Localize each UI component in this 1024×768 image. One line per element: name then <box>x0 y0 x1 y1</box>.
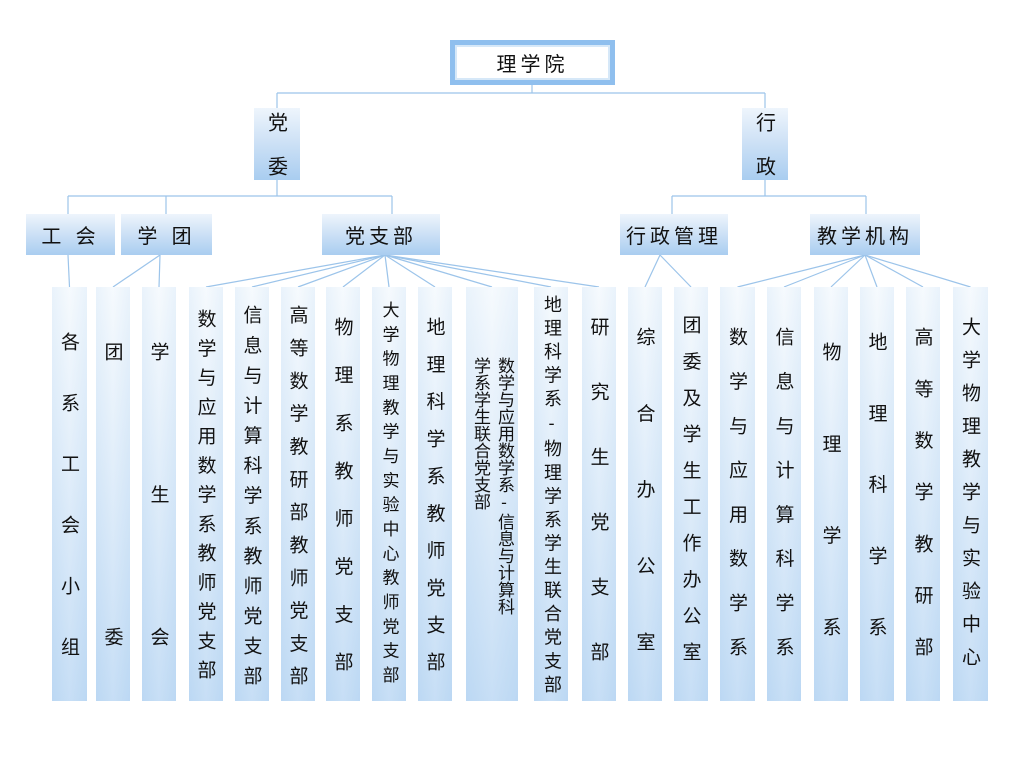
unit-column: 数学与应用数学系-信息与计算科学系学生联合党支部 <box>466 287 518 701</box>
fan-line <box>297 254 386 288</box>
connector-root <box>276 85 766 108</box>
node-label: 教学机构 <box>817 224 913 248</box>
unit-label: 大学物理教学与实验中心 <box>959 317 981 666</box>
unit-label: 物理系教师党支部 <box>331 317 354 671</box>
unit-label: 数学与应用数学系教师党支部 <box>194 309 217 679</box>
unit-column: 数学与应用数学系 <box>720 287 755 701</box>
node-label: 行政管理 <box>626 224 722 248</box>
unit-label: 研究生党支部 <box>587 317 610 661</box>
fan-line <box>384 254 493 288</box>
unit-label: 大学物理教学与实验中心教师党支部 <box>378 301 399 683</box>
unit-column: 地理科学系教师党支部 <box>418 287 452 701</box>
unit-column: 地理科学系 <box>860 287 894 701</box>
unit-column: 数学与应用数学系教师党支部 <box>189 287 223 701</box>
unit-column: 研究生党支部 <box>582 287 616 701</box>
node-label: 学 团 <box>137 224 196 248</box>
unit-label: 数学与应用数学系 <box>726 327 748 656</box>
node-party-branches: 党支部 <box>322 214 440 255</box>
unit-label: 信息与计算科学系教师党支部 <box>240 305 263 685</box>
unit-label: 物理学系 <box>819 342 842 636</box>
fan-line <box>384 254 600 288</box>
node-label: 党支部 <box>345 224 417 248</box>
connector-party <box>67 180 393 214</box>
unit-column: 各系工会小组 <box>52 287 87 701</box>
fan-line <box>659 254 692 288</box>
node-youth-league: 学 团 <box>121 214 212 255</box>
unit-column: 大学物理教学与实验中心教师党支部 <box>372 287 406 701</box>
fan-line <box>342 254 386 288</box>
node-label: 行政 <box>752 112 777 176</box>
unit-column: 信息与计算科学系 <box>767 287 801 701</box>
node-label: 工 会 <box>41 224 100 248</box>
fan-line <box>112 254 161 288</box>
fan-line <box>384 254 390 288</box>
node-labor-union: 工 会 <box>26 214 115 255</box>
connector-admin <box>671 180 867 214</box>
node-admin-management: 行政管理 <box>620 214 728 255</box>
fan-line <box>864 254 878 288</box>
unit-label: 地理科学系 <box>865 332 888 636</box>
unit-label: 学生会 <box>147 342 170 646</box>
unit-column: 物理系教师党支部 <box>326 287 360 701</box>
unit-column: 团委 <box>96 287 130 701</box>
unit-label: 信息与计算科学系 <box>772 327 795 656</box>
unit-label: 各系工会小组 <box>58 332 80 656</box>
unit-column: 高等数学教研部 <box>906 287 940 701</box>
unit-label: 地理科学系教师党支部 <box>423 317 446 671</box>
unit-label: 团委 <box>101 342 124 646</box>
fan-lines <box>67 254 971 288</box>
unit-column: 信息与计算科学系教师党支部 <box>235 287 269 701</box>
unit-label: 数学与应用数学系-信息与计算科学系学生联合党支部 <box>470 357 514 615</box>
fan-line <box>251 254 386 288</box>
fan-line <box>783 254 866 288</box>
unit-column: 学生会 <box>142 287 176 701</box>
fan-line <box>384 254 552 288</box>
unit-column: 团委及学生工作办公室 <box>674 287 708 701</box>
unit-label: 地理科学系-物理学系学生联合党支部 <box>541 295 562 693</box>
node-administration: 行政 <box>742 108 788 180</box>
root-label: 理学院 <box>496 52 569 76</box>
unit-column: 高等数学教研部教师党支部 <box>281 287 315 701</box>
unit-column: 大学物理教学与实验中心 <box>953 287 988 701</box>
unit-column: 综合办公室 <box>628 287 662 701</box>
fan-line <box>67 254 71 288</box>
root-node: 理学院 <box>450 40 615 85</box>
unit-column: 地理科学系-物理学系学生联合党支部 <box>534 287 568 701</box>
unit-label: 高等数学教研部教师党支部 <box>286 305 309 685</box>
fan-line <box>864 254 924 288</box>
unit-column: 物理学系 <box>814 287 848 701</box>
node-teaching-units: 教学机构 <box>810 214 920 255</box>
unit-label: 团委及学生工作办公室 <box>679 315 702 661</box>
unit-label: 高等数学教研部 <box>911 327 934 656</box>
fan-line <box>384 254 436 288</box>
node-party-committee: 党委 <box>254 108 300 180</box>
unit-label: 综合办公室 <box>633 327 656 651</box>
fan-line <box>205 254 386 288</box>
fan-line <box>644 254 661 288</box>
fan-line <box>158 254 161 288</box>
node-label: 党委 <box>264 112 289 176</box>
fan-line <box>864 254 971 288</box>
fan-line <box>737 254 866 288</box>
fan-line <box>830 254 866 288</box>
